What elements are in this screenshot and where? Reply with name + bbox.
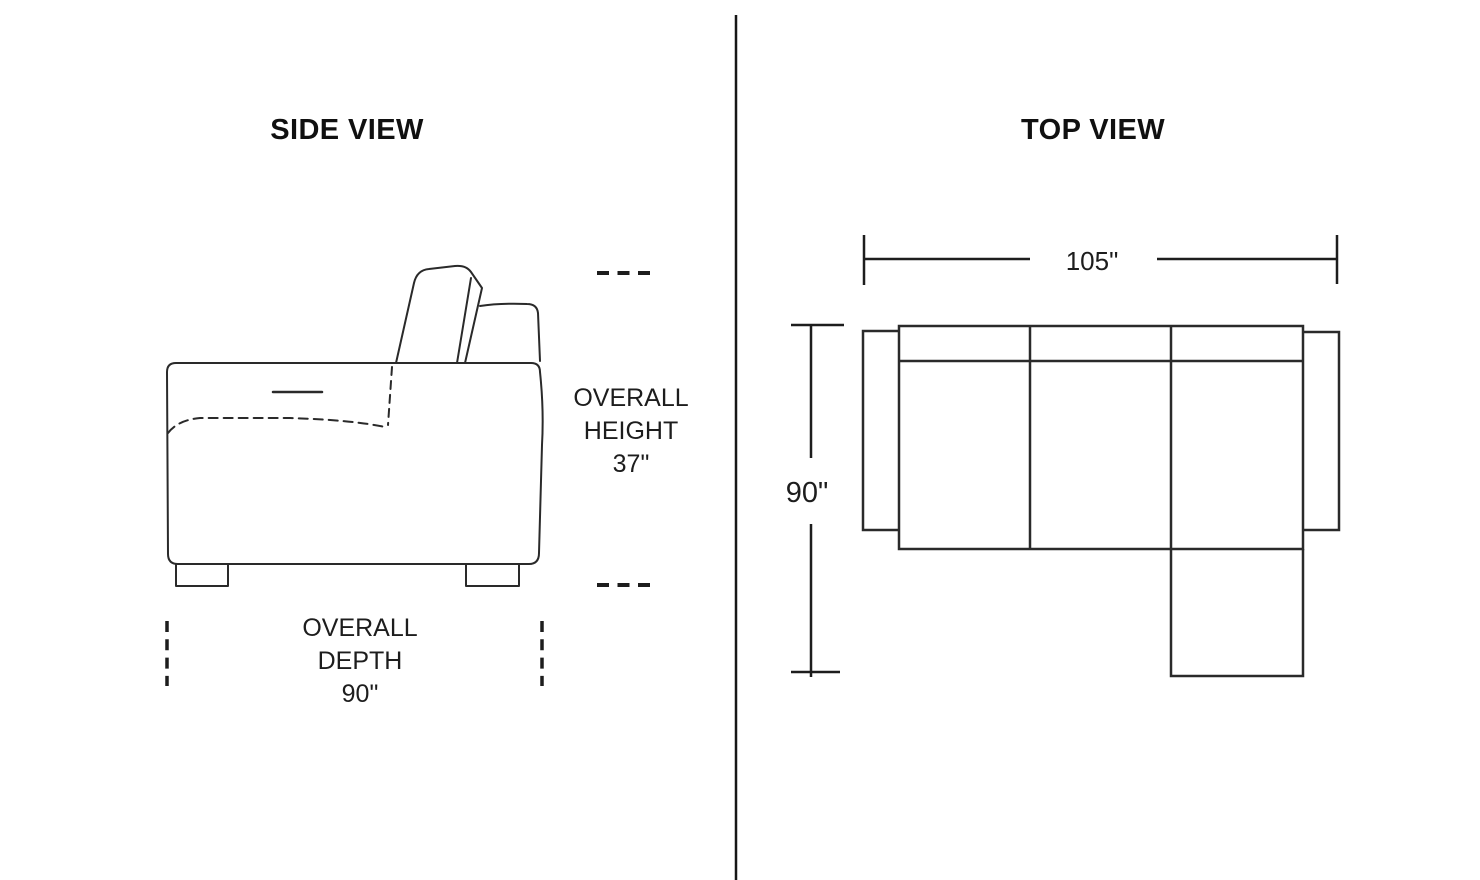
- side-back-cushion-seam: [456, 277, 472, 364]
- overall-height-value: 37": [612, 450, 650, 478]
- top-right-armrest: [1303, 330, 1341, 532]
- overall-depth-label-line1: OVERALL: [302, 614, 418, 642]
- side-arm-top-edge: [479, 302, 541, 362]
- side-back-cushion-outline: [395, 264, 483, 364]
- side-body-outline: [166, 362, 544, 565]
- top-left-armrest: [861, 329, 899, 532]
- overall-depth-label-line2: DEPTH: [317, 647, 403, 675]
- overall-height-label: OVERALL HEIGHT 37": [573, 382, 688, 481]
- overall-height-label-line1: OVERALL: [573, 384, 689, 412]
- overall-height-label-line2: HEIGHT: [583, 417, 679, 445]
- side-view-title: SIDE VIEW: [270, 114, 424, 146]
- top-view-depth-value: 90": [785, 477, 829, 509]
- overall-depth-value: 90": [341, 680, 379, 708]
- top-main-body-outline: [897, 324, 1305, 551]
- side-rear-foot: [175, 563, 229, 587]
- top-chaise-extension: [1169, 549, 1305, 678]
- side-cushion-front-hidden-line: [387, 366, 393, 426]
- top-view-width-value: 105": [1065, 246, 1119, 276]
- top-view-title: TOP VIEW: [1021, 114, 1165, 146]
- side-front-foot: [465, 563, 520, 587]
- overall-depth-label: OVERALL DEPTH 90": [302, 612, 417, 711]
- side-inner-arm-hidden-line: [167, 417, 386, 434]
